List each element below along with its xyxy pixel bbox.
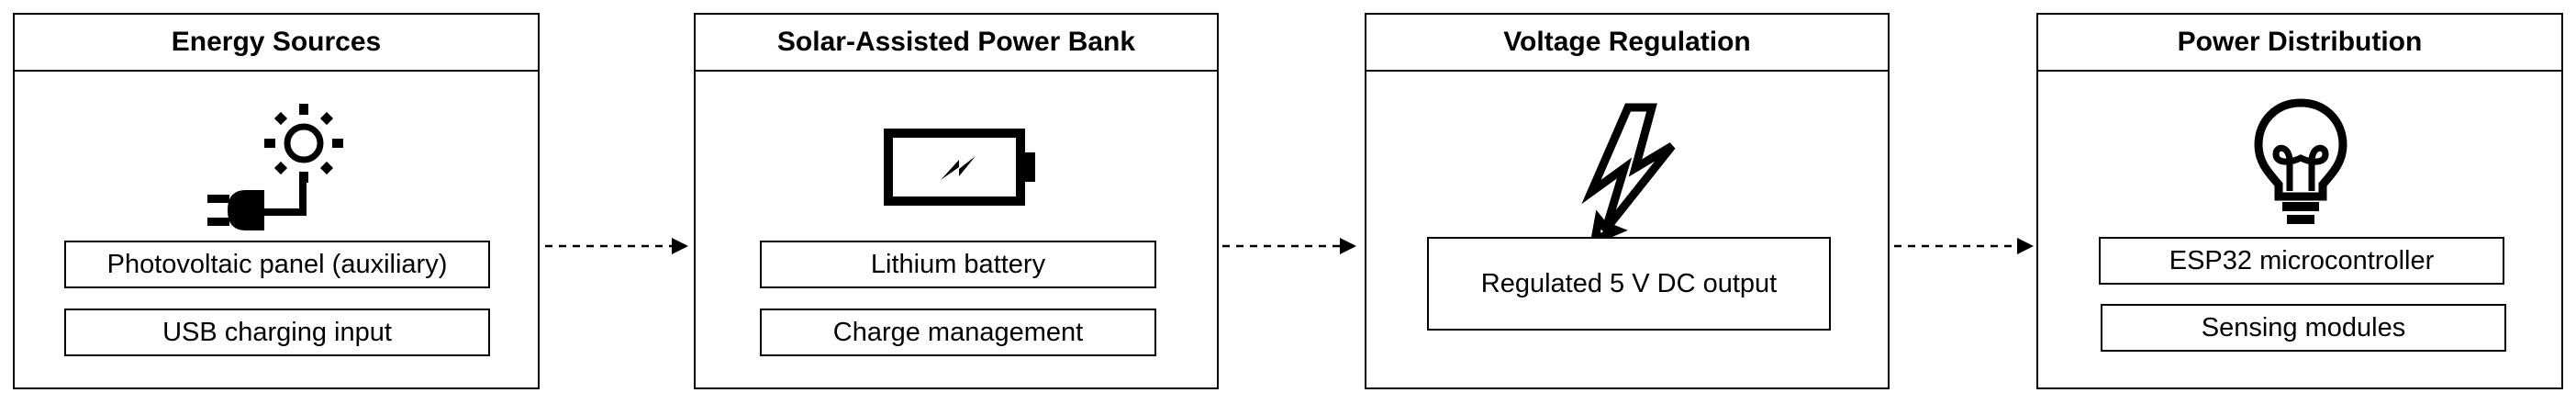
- flow-arrow: [1892, 235, 2035, 257]
- list-item: Charge management: [760, 309, 1156, 356]
- list-item: Sensing modules: [2101, 304, 2506, 352]
- flow-arrow: [543, 235, 690, 257]
- stage-power-distribution: Power Distribution ESP32 microcontroller…: [2036, 13, 2563, 389]
- list-item: Photovoltaic panel (auxiliary): [64, 241, 490, 288]
- stage-title: Solar-Assisted Power Bank: [696, 15, 1217, 72]
- list-item: ESP32 microcontroller: [2099, 237, 2504, 285]
- flow-arrow: [1221, 235, 1358, 257]
- list-item: Regulated 5 V DC output: [1427, 237, 1831, 331]
- solar-plug-icon: [207, 102, 354, 230]
- list-item: Lithium battery: [760, 241, 1156, 288]
- stage-power-bank: Solar-Assisted Power Bank Lithium batter…: [694, 13, 1219, 389]
- stage-voltage-regulation: Voltage Regulation Regulated 5 V DC outp…: [1365, 13, 1890, 389]
- stage-title: Power Distribution: [2038, 15, 2561, 72]
- stage-title: Voltage Regulation: [1366, 15, 1888, 72]
- stage-title: Energy Sources: [15, 15, 538, 72]
- battery-charging-icon: [884, 129, 1040, 206]
- lightbulb-icon: [2250, 95, 2351, 233]
- stage-energy-sources: Energy Sources: [13, 13, 540, 389]
- list-item: USB charging input: [64, 309, 490, 356]
- lightning-bolt-icon: [1580, 102, 1681, 247]
